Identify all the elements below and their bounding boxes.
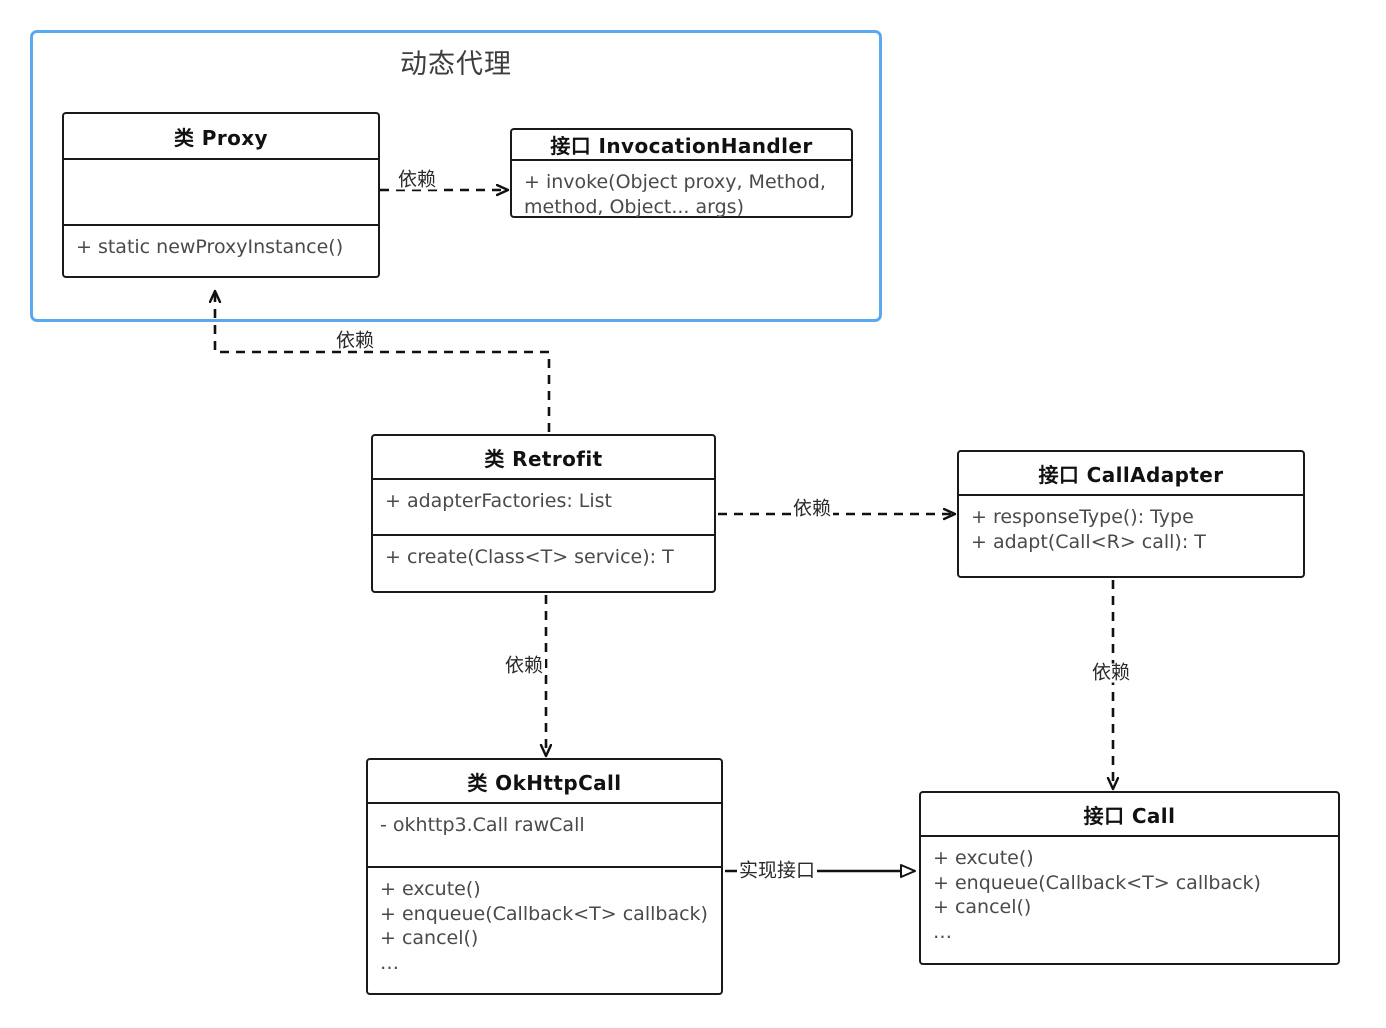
uml-methods-okhttpcall: + excute() + enqueue(Callback<T> callbac… <box>380 878 708 975</box>
uml-methods-retrofit: + create(Class<T> service): T <box>385 546 674 568</box>
uml-methods-proxy: + static newProxyInstance() <box>76 236 344 258</box>
edge-label-okhttpcall-implements-call: 实现接口 <box>736 859 818 882</box>
uml-methods-calladapter: + responseType(): Type + adapt(Call<R> c… <box>971 506 1206 553</box>
uml-class-call[interactable]: 接口 Call + excute() + enqueue(Callback<T>… <box>919 791 1340 965</box>
uml-class-calladapter[interactable]: 接口 CallAdapter + responseType(): Type + … <box>957 450 1305 578</box>
edge-label-calladapter-to-call: 依赖 <box>1089 661 1133 684</box>
uml-methods-invocationhandler: + invoke(Object proxy, Method, method, O… <box>524 171 826 218</box>
uml-class-header-call: 接口 Call <box>921 793 1338 837</box>
uml-class-retrofit[interactable]: 类 Retrofit + adapterFactories: List + cr… <box>371 434 716 593</box>
uml-class-header-calladapter: 接口 CallAdapter <box>959 452 1303 496</box>
uml-class-okhttpcall[interactable]: 类 OkHttpCall - okhttp3.Call rawCall + ex… <box>366 758 723 995</box>
uml-class-header-invocationhandler: 接口 InvocationHandler <box>512 130 851 161</box>
uml-attributes-retrofit: + adapterFactories: List <box>373 480 714 536</box>
uml-attributes-proxy <box>64 160 378 226</box>
uml-class-header-proxy: 类 Proxy <box>64 114 378 160</box>
edge-label-retrofit-to-proxy: 依赖 <box>333 329 377 352</box>
uml-class-header-okhttpcall: 类 OkHttpCall <box>368 760 721 804</box>
uml-class-proxy[interactable]: 类 Proxy + static newProxyInstance() <box>62 112 380 278</box>
uml-class-invocationhandler[interactable]: 接口 InvocationHandler + invoke(Object pro… <box>510 128 853 218</box>
uml-class-header-retrofit: 类 Retrofit <box>373 436 714 480</box>
uml-attributes-okhttpcall: - okhttp3.Call rawCall <box>368 804 721 868</box>
edge-label-retrofit-to-okhttpcall: 依赖 <box>502 654 546 677</box>
edge-label-retrofit-to-calladapter: 依赖 <box>790 497 834 520</box>
edge-label-proxy-to-invocationhandler: 依赖 <box>395 168 439 191</box>
group-title-dynamic-proxy: 动态代理 <box>400 49 512 80</box>
uml-methods-call: + excute() + enqueue(Callback<T> callbac… <box>933 847 1261 944</box>
